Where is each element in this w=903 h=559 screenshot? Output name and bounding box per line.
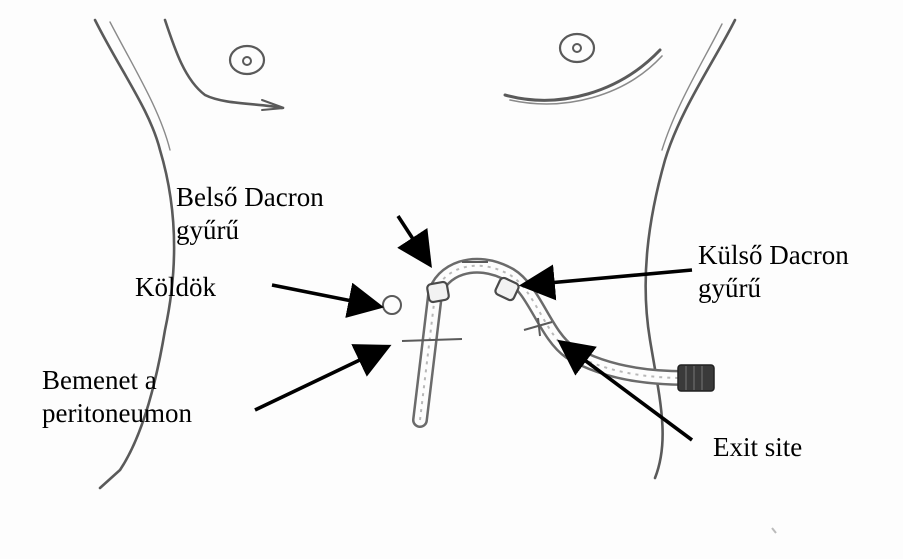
right-nipple-outer (560, 34, 594, 62)
right-chest-curve-2 (510, 56, 662, 104)
peritoneum-entry-line (402, 339, 462, 341)
torso-right-outline-inner (662, 24, 722, 150)
label-inner-cuff-line1: Belső Dacron (176, 181, 324, 214)
right-nipple-inner (573, 44, 581, 52)
arrow-entry (255, 348, 385, 410)
label-outer-cuff-line2: gyűrű (698, 272, 849, 305)
arrow-exit-site (563, 344, 692, 440)
label-inner-cuff: Belső Dacron gyűrű (176, 181, 324, 247)
label-entry-line2: peritoneumon (42, 397, 192, 430)
label-exit-site-text: Exit site (713, 431, 802, 464)
label-entry-line1: Bemenet a (42, 364, 192, 397)
label-navel-text: Köldök (135, 271, 216, 304)
torso-left-outline-inner (110, 22, 170, 150)
navel (383, 296, 401, 314)
label-inner-cuff-line2: gyűrű (176, 214, 324, 247)
label-navel: Köldök (135, 271, 216, 304)
arrow-inner-cuff (398, 216, 428, 262)
left-nipple-outer (230, 46, 264, 74)
catheter-connector (678, 365, 714, 391)
pencil-speck (772, 528, 776, 533)
arrow-outer-cuff (526, 270, 692, 285)
left-nipple-inner (243, 57, 251, 65)
inner-cuff (427, 281, 450, 302)
label-peritoneal-entry: Bemenet a peritoneumon (42, 364, 192, 430)
right-chest-curve (505, 50, 660, 100)
arrow-navel (272, 285, 377, 306)
label-exit-site: Exit site (713, 431, 802, 464)
label-outer-cuff: Külső Dacron gyűrű (698, 239, 849, 305)
label-outer-cuff-line1: Külső Dacron (698, 239, 849, 272)
